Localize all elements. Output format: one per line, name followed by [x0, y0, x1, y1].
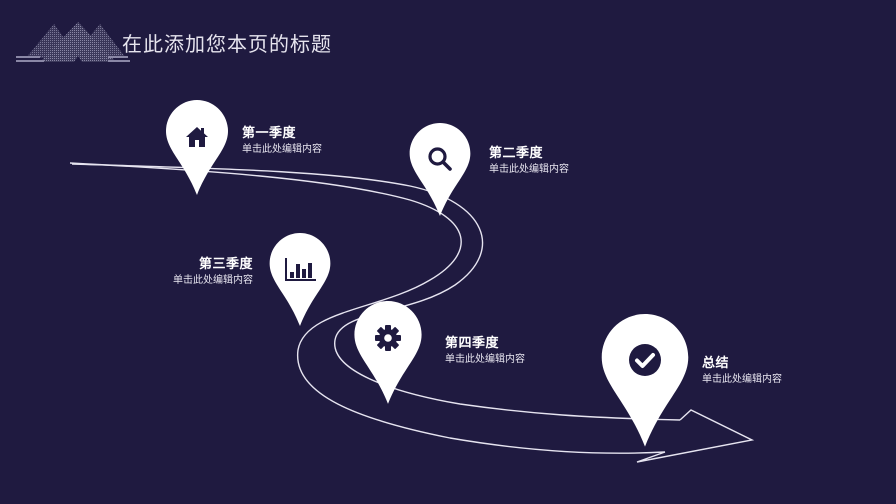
milestone-pin-4[interactable] — [353, 301, 423, 405]
milestone-pin-1[interactable] — [166, 100, 228, 196]
milestone-desc[interactable]: 单击此处编辑内容 — [702, 374, 782, 385]
milestone-title[interactable]: 第二季度 — [489, 146, 544, 161]
milestone-label-3: 第三季度 单击此处编辑内容 — [160, 256, 253, 288]
pyramids-logo-icon — [12, 18, 132, 64]
milestone-pin-3[interactable] — [268, 233, 332, 327]
milestone-label-1: 第一季度 单击此处编辑内容 — [242, 125, 322, 157]
search-icon — [426, 145, 454, 173]
milestone-pin-2[interactable] — [408, 123, 472, 217]
gear-icon — [373, 323, 403, 353]
milestone-pin-5[interactable] — [600, 314, 690, 448]
milestone-label-2: 第二季度 单击此处编辑内容 — [489, 145, 569, 177]
milestone-desc[interactable]: 单击此处编辑内容 — [242, 144, 322, 155]
milestone-title[interactable]: 第一季度 — [242, 126, 297, 141]
milestone-desc[interactable]: 单击此处编辑内容 — [489, 164, 569, 175]
milestone-desc[interactable]: 单击此处编辑内容 — [173, 275, 253, 286]
milestone-title[interactable]: 第四季度 — [445, 336, 500, 351]
check-circle-icon — [627, 342, 663, 378]
milestone-label-5: 总结 单击此处编辑内容 — [702, 355, 782, 387]
milestone-title[interactable]: 第三季度 — [198, 257, 253, 272]
page-title[interactable]: 在此添加您本页的标题 — [122, 32, 332, 56]
milestone-label-4: 第四季度 单击此处编辑内容 — [445, 335, 525, 367]
milestone-desc[interactable]: 单击此处编辑内容 — [445, 354, 525, 365]
milestone-title[interactable]: 总结 — [702, 356, 730, 371]
home-icon — [183, 124, 211, 150]
bar-chart-icon — [284, 255, 318, 283]
